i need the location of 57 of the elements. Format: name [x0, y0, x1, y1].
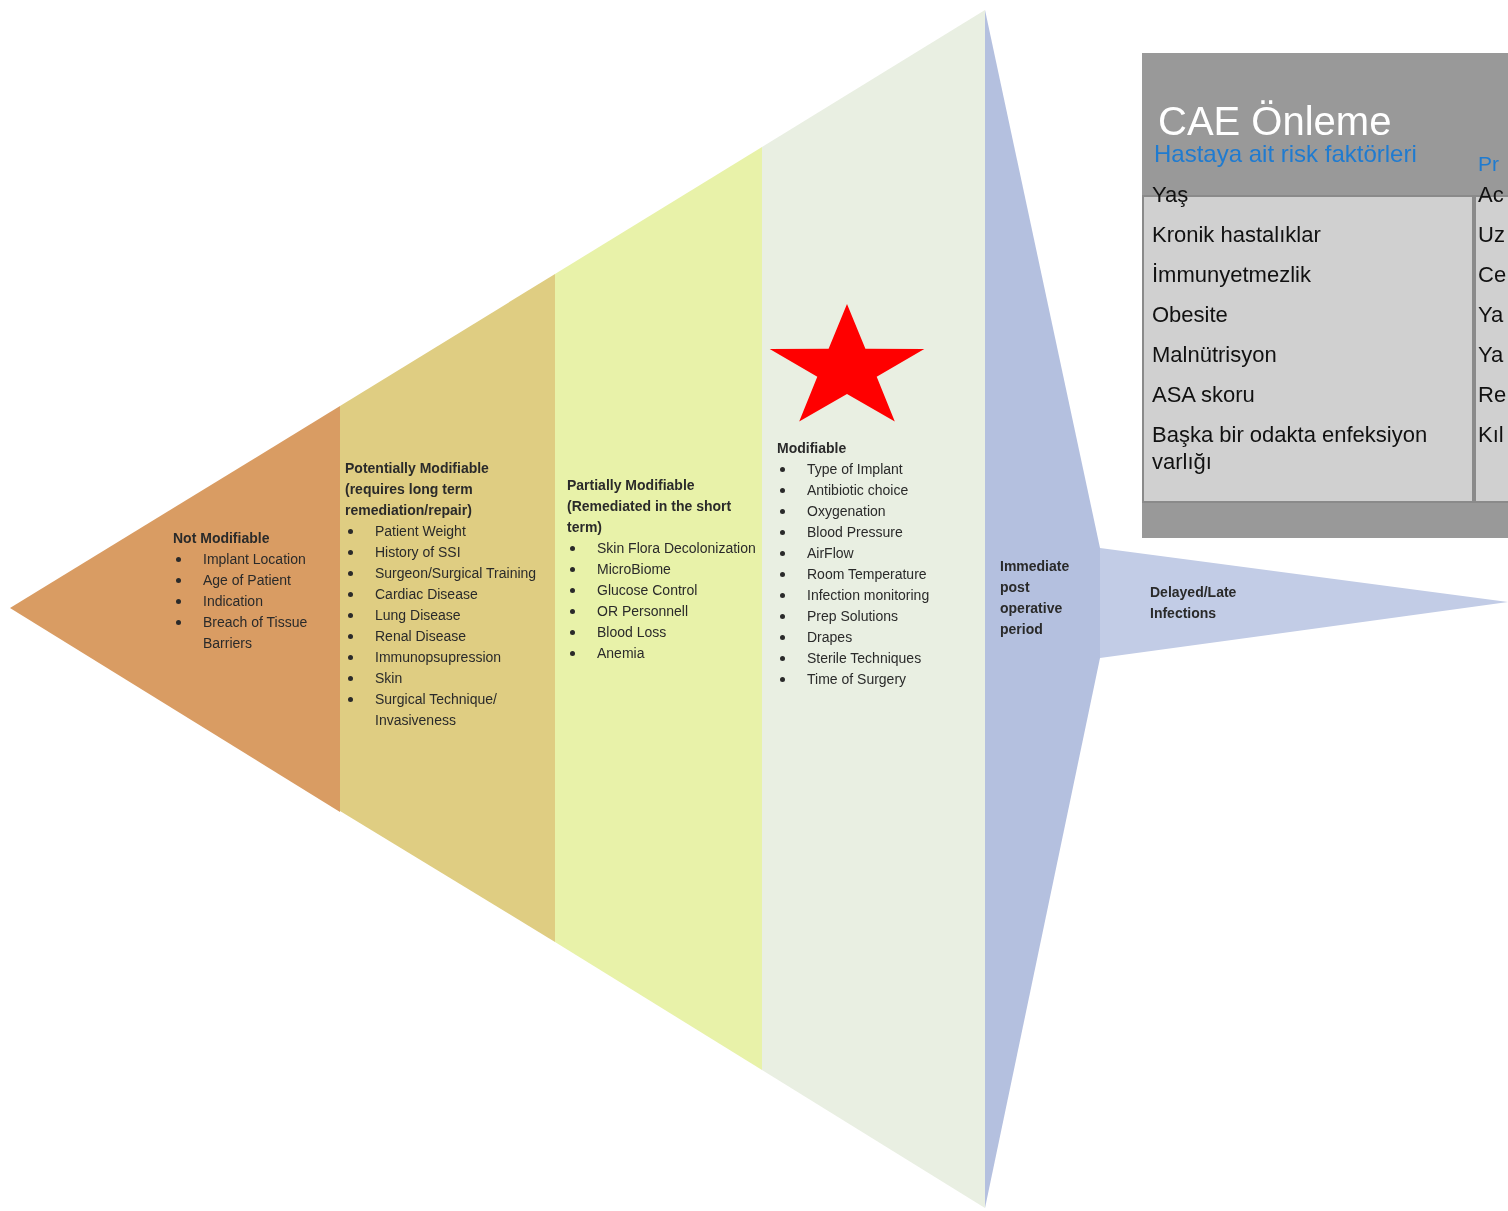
table-row-text: Malnütrisyon — [1152, 341, 1278, 368]
list-item: Indication — [203, 593, 263, 609]
list-item: Lung Disease — [375, 607, 461, 623]
list-item: Type of Implant — [807, 461, 903, 477]
cone-band — [985, 10, 1100, 1208]
list-item: Age of Patient — [203, 572, 291, 588]
list-item: Time of Surgery — [807, 671, 907, 687]
table-row-text: ASA skoru — [1152, 381, 1256, 408]
cone-band — [762, 10, 985, 1208]
table-row-text: Re — [1478, 381, 1508, 408]
list-item: Antibiotic choice — [807, 482, 909, 498]
list-item: Renal Disease — [375, 628, 467, 644]
list-item: Prep Solutions — [807, 608, 899, 624]
list-item: Immunopsupression — [375, 649, 502, 665]
list-item: Skin — [375, 670, 403, 686]
list-item: Blood Loss — [597, 624, 667, 640]
band-heading: Potentially Modifiable (requires long term remediation/repair) — [345, 459, 490, 520]
cone-band — [10, 406, 340, 812]
list-item: Patient Weight — [375, 523, 466, 539]
list-item: Blood Pressure — [807, 524, 903, 540]
list-item: Skin Flora Decolonization — [597, 540, 756, 556]
band-heading: Modifiable — [777, 439, 848, 458]
list-item: Implant Location — [203, 551, 306, 567]
table-row-text: Uz — [1478, 221, 1506, 248]
cone-band — [555, 147, 762, 1070]
table-row-text: Ya — [1478, 301, 1505, 328]
list-item: Room Temperature — [807, 566, 927, 582]
table-row-text: Başka bir odakta enfeksiyon varlığı — [1152, 421, 1429, 475]
list-item: Cardiac Disease — [375, 586, 478, 602]
list-item: Anemia — [597, 645, 645, 661]
table-row-text: Yaş — [1152, 181, 1190, 208]
table-row-text: Ce — [1478, 261, 1508, 288]
column-heading: Pr — [1478, 152, 1499, 176]
band-heading: Partially Modifiable (Remediated in the short term) — [567, 476, 733, 537]
list-item: History of SSI — [375, 544, 461, 560]
table-row-text: Obesite — [1152, 301, 1229, 328]
table-row-text: İmmunyetmezlik — [1152, 261, 1312, 288]
band-heading: Delayed/Late Infections — [1150, 583, 1238, 623]
list-item: Glucose Control — [597, 582, 698, 598]
table-row-text: Ya — [1478, 341, 1505, 368]
list-item: AirFlow — [807, 545, 854, 561]
list-item: OR Personnell — [597, 603, 689, 619]
list-item: Breach of Tissue Barriers — [203, 614, 308, 651]
list-item: Sterile Techniques — [807, 650, 922, 666]
list-item: Surgical Technique/ Invasiveness — [375, 691, 497, 728]
list-item: Infection monitoring — [807, 587, 930, 603]
band-heading: Not Modifiable — [173, 529, 271, 548]
table-panel — [1142, 53, 1508, 538]
table-row-text: Kıl — [1478, 421, 1505, 448]
cone-band — [340, 274, 555, 942]
list-item: Drapes — [807, 629, 853, 645]
table-row-text: Kronik hastalıklar — [1152, 221, 1322, 248]
list-item: Surgeon/Surgical Training — [375, 565, 537, 581]
list-item: MicroBiome — [597, 561, 671, 577]
table-row-text: Ac — [1478, 181, 1505, 208]
band-heading: Immediate post operative period — [1000, 557, 1071, 639]
list-item: Oxygenation — [807, 503, 886, 519]
